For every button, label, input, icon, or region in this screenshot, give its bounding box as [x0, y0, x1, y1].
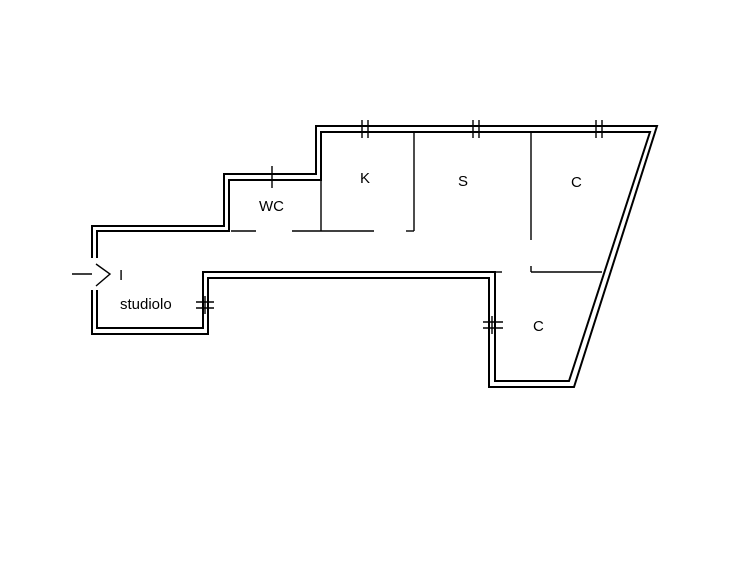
window-marker-bedroom-lower [483, 316, 503, 334]
outer-wall-outline-inner [96, 131, 652, 382]
window-marker-studio [196, 296, 214, 314]
room-label-living: S [458, 173, 468, 190]
window-markers [196, 120, 603, 334]
room-label-wc: WC [259, 198, 284, 215]
window-marker-bedroom-upper [595, 120, 603, 138]
entrance-label: I [119, 267, 123, 284]
outer-wall-outline-upper [91, 125, 659, 388]
room-label-studio: studiolo [120, 296, 172, 313]
window-marker-living [472, 120, 480, 138]
room-label-bedroom-upper: C [571, 174, 582, 191]
window-marker-wc [264, 166, 282, 188]
room-label-kitchen: K [360, 170, 370, 187]
interior-partitions [231, 132, 602, 273]
outer-wall [91, 125, 659, 388]
window-marker-kitchen [361, 120, 369, 138]
entrance-arrow-icon [72, 263, 112, 287]
room-label-bedroom-lower: C [533, 318, 544, 335]
